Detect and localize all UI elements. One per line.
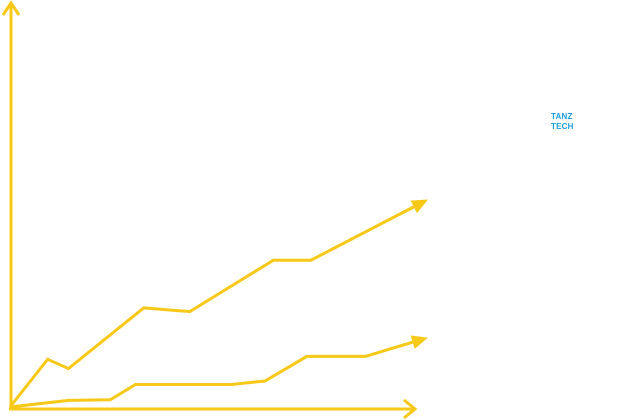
brand-logo-text: TANZ TECH: [551, 112, 574, 132]
series-1-arrowhead: [410, 199, 428, 214]
series-layer: [8, 199, 428, 409]
y-axis-arrowhead: [1, 0, 21, 16]
brand-line-2: TECH: [551, 122, 574, 131]
brand-line-1: TANZ: [551, 112, 573, 121]
x-axis-arrowhead: [403, 398, 418, 420]
axes: [1, 0, 418, 420]
series-2-line: [9, 340, 414, 409]
series-2-arrowhead: [410, 335, 428, 349]
series-1-line: [8, 205, 415, 408]
